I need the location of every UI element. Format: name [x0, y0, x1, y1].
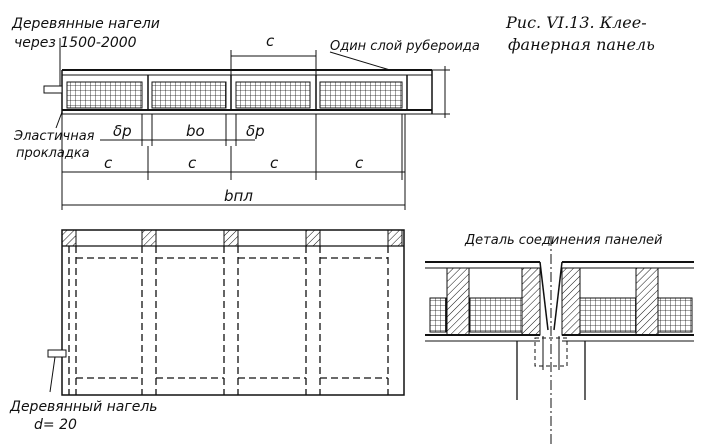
insulation-block [66, 81, 143, 109]
label-roofing: Один слой рубероида [330, 39, 480, 54]
label-dowel-bottom-2: d= 20 [34, 417, 77, 433]
dim-c-1: c [104, 154, 113, 172]
dim-delta-left: δp [113, 122, 132, 140]
cross-section [43, 66, 450, 118]
insulation-block [235, 81, 311, 109]
label-gasket-1: Эластичная [13, 129, 95, 144]
label-dowels-top-1: Деревянные нагели [11, 16, 160, 32]
label-dowels-top-2: через 1500-2000 [14, 35, 137, 51]
dim-c-4: c [355, 154, 364, 172]
joint-detail [425, 236, 694, 447]
insulation-block [319, 81, 403, 109]
dim-b-pl: bпл [224, 187, 253, 205]
dimension-lines-top [61, 50, 406, 210]
insulation-block [151, 81, 227, 109]
label-gasket-2: прокладка [16, 146, 90, 161]
text-layer: Рис. VI.13. Клее- фанерная панель Деревя… [9, 13, 662, 433]
leader-lines [55, 38, 391, 129]
dim-c-3: c [270, 154, 279, 172]
plan-view [47, 229, 405, 396]
dim-c-top: c [266, 32, 275, 50]
dim-c-2: c [188, 154, 197, 172]
label-detail-title: Деталь соединения панелей [464, 233, 662, 248]
figure-caption-line1: Рис. VI.13. Клее- [505, 13, 647, 32]
figure-caption-line2: фанерная панель [508, 35, 655, 54]
dim-delta-right: δp [246, 122, 265, 140]
dowel [47, 349, 67, 358]
dim-bo: bo [186, 122, 205, 140]
label-dowel-bottom-1: Деревянный нагель [9, 399, 158, 415]
dowel [43, 85, 63, 94]
